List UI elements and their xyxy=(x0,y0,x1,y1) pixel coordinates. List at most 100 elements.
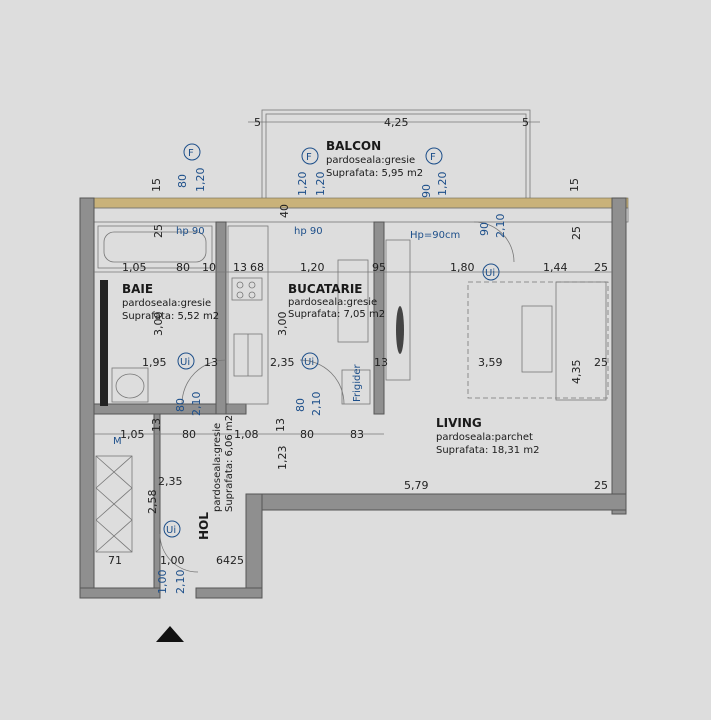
room-hol-name: HOL xyxy=(197,512,211,540)
label-frigider: Frigider xyxy=(352,363,363,402)
dim-v300-buc: 3,00 xyxy=(276,312,289,337)
dim-r2-25: 25 xyxy=(594,356,608,369)
door-marker-baie: Ui xyxy=(180,357,190,368)
dim-win3-w: 90 xyxy=(420,184,433,198)
window-marker-2: F xyxy=(306,152,312,163)
dim-b-71: 71 xyxy=(108,554,122,567)
dim-win2-w: 1,20 xyxy=(296,172,309,197)
dim-door-bal-h: 2,10 xyxy=(494,214,507,239)
label-hp90cm: Hp=90cm xyxy=(410,230,460,241)
toilet xyxy=(111,367,149,403)
dim-r1-95: 95 xyxy=(372,261,386,274)
room-bucatarie-area: Suprafata: 7,05 m2 xyxy=(288,309,385,320)
dim-v258: 2,58 xyxy=(146,490,159,515)
room-balcon-floor: pardoseala:gresie xyxy=(326,155,415,166)
dim-r2-13b: 13 xyxy=(374,356,388,369)
dim-r1-80: 80 xyxy=(176,261,190,274)
dining-table xyxy=(337,239,411,381)
dim-r1-10: 10 xyxy=(202,261,216,274)
room-hol-floor: pardoseala:gresie xyxy=(212,423,223,512)
dim-r3-108: 1,08 xyxy=(234,428,259,441)
dim-h15-left: 15 xyxy=(150,178,163,192)
dim-win3-h: 1,20 xyxy=(436,172,449,197)
dim-door-bal-w: 90 xyxy=(478,222,491,236)
dim-r2-235: 2,35 xyxy=(270,356,295,369)
window-marker-3: F xyxy=(430,152,436,163)
dim-r1-180: 1,80 xyxy=(450,261,475,274)
dim-r1-25: 25 xyxy=(594,261,608,274)
label-hp90-bucatarie: hp 90 xyxy=(294,226,323,237)
room-balcon-name: BALCON xyxy=(326,139,381,153)
room-baie-area: Suprafata: 5,52 m2 xyxy=(122,311,219,322)
dim-v123: 1,23 xyxy=(276,446,289,471)
dim-r2-195: 1,95 xyxy=(142,356,167,369)
dim-r1-68: 68 xyxy=(250,261,264,274)
dim-door-baie-h: 2,10 xyxy=(190,392,203,417)
dim-b-25: 25 xyxy=(230,554,244,567)
door-marker-hol: Ui xyxy=(166,525,176,536)
dim-h579: 5,79 xyxy=(404,479,429,492)
label-hp90-baie: hp 90 xyxy=(176,226,205,237)
entrance-arrow-icon xyxy=(156,626,184,642)
dim-door-buc-w: 80 xyxy=(294,398,307,412)
dim-r1-120: 1,20 xyxy=(300,261,325,274)
room-bucatarie-floor: pardoseala:gresie xyxy=(288,297,377,308)
dim-v25-left: 25 xyxy=(152,224,165,238)
dim-b-64: 64 xyxy=(216,554,230,567)
dim-door-hol-w: 1,00 xyxy=(156,570,169,595)
dim-top-5-left: 5 xyxy=(254,116,261,129)
label-m: M xyxy=(113,436,122,447)
dim-door-baie-w: 80 xyxy=(174,398,187,412)
dim-win1-h: 1,20 xyxy=(194,168,207,193)
door-marker-balcon: Ui xyxy=(485,268,495,279)
door-marker-bucatarie: Ui xyxy=(304,357,314,368)
dim-r3-80b: 80 xyxy=(300,428,314,441)
fridge xyxy=(341,369,371,405)
interior-walls xyxy=(93,221,612,589)
dim-r3-13b: 13 xyxy=(274,418,287,432)
dim-r1-13: 13 xyxy=(233,261,247,274)
dim-r3-80a: 80 xyxy=(182,428,196,441)
dim-v435: 4,35 xyxy=(570,360,583,385)
outer-walls xyxy=(79,197,627,599)
room-living-area: Suprafata: 18,31 m2 xyxy=(436,445,539,456)
door-swings xyxy=(159,221,515,573)
dim-v300-baie: 3,00 xyxy=(152,312,165,337)
dim-r3-105: 1,05 xyxy=(120,428,145,441)
dim-r1-105: 1,05 xyxy=(122,261,147,274)
door-markers xyxy=(163,263,500,538)
bathtub xyxy=(97,225,213,269)
dim-top-425: 4,25 xyxy=(384,116,409,129)
dim-r3-13a: 13 xyxy=(150,418,163,432)
dim-win2-h: 1,20 xyxy=(314,172,327,197)
dim-b-100: 1,00 xyxy=(160,554,185,567)
window-marker-1: F xyxy=(188,148,194,159)
dim-h15-right: 15 xyxy=(568,178,581,192)
bath-partition xyxy=(100,280,108,406)
dim-h235: 2,35 xyxy=(158,475,183,488)
window-markers xyxy=(183,143,443,165)
dim-win1-w: 80 xyxy=(176,174,189,188)
wardrobe xyxy=(95,455,133,553)
dim-h40: 40 xyxy=(278,204,291,218)
room-living-floor: pardoseala:parchet xyxy=(436,432,533,443)
room-baie-floor: pardoseala:gresie xyxy=(122,298,211,309)
dim-r2-359: 3,59 xyxy=(478,356,503,369)
dim-r2-13a: 13 xyxy=(204,356,218,369)
dim-v25-right: 25 xyxy=(570,226,583,240)
room-baie-name: BAIE xyxy=(122,282,153,296)
sofa xyxy=(467,281,609,401)
room-bucatarie-name: BUCATARIE xyxy=(288,282,363,296)
room-balcon-area: Suprafata: 5,95 m2 xyxy=(326,168,423,179)
room-living-name: LIVING xyxy=(436,416,482,430)
dim-door-buc-h: 2,10 xyxy=(310,392,323,417)
kitchen-counter xyxy=(227,225,269,405)
dim-door-hol-h: 2,10 xyxy=(174,570,187,595)
dim-r1-144: 1,44 xyxy=(543,261,568,274)
dim-h25: 25 xyxy=(594,479,608,492)
room-hol-area: Suprafata: 6,06 m2 xyxy=(224,415,235,512)
dim-top-5-right: 5 xyxy=(522,116,529,129)
dim-r3-83: 83 xyxy=(350,428,364,441)
